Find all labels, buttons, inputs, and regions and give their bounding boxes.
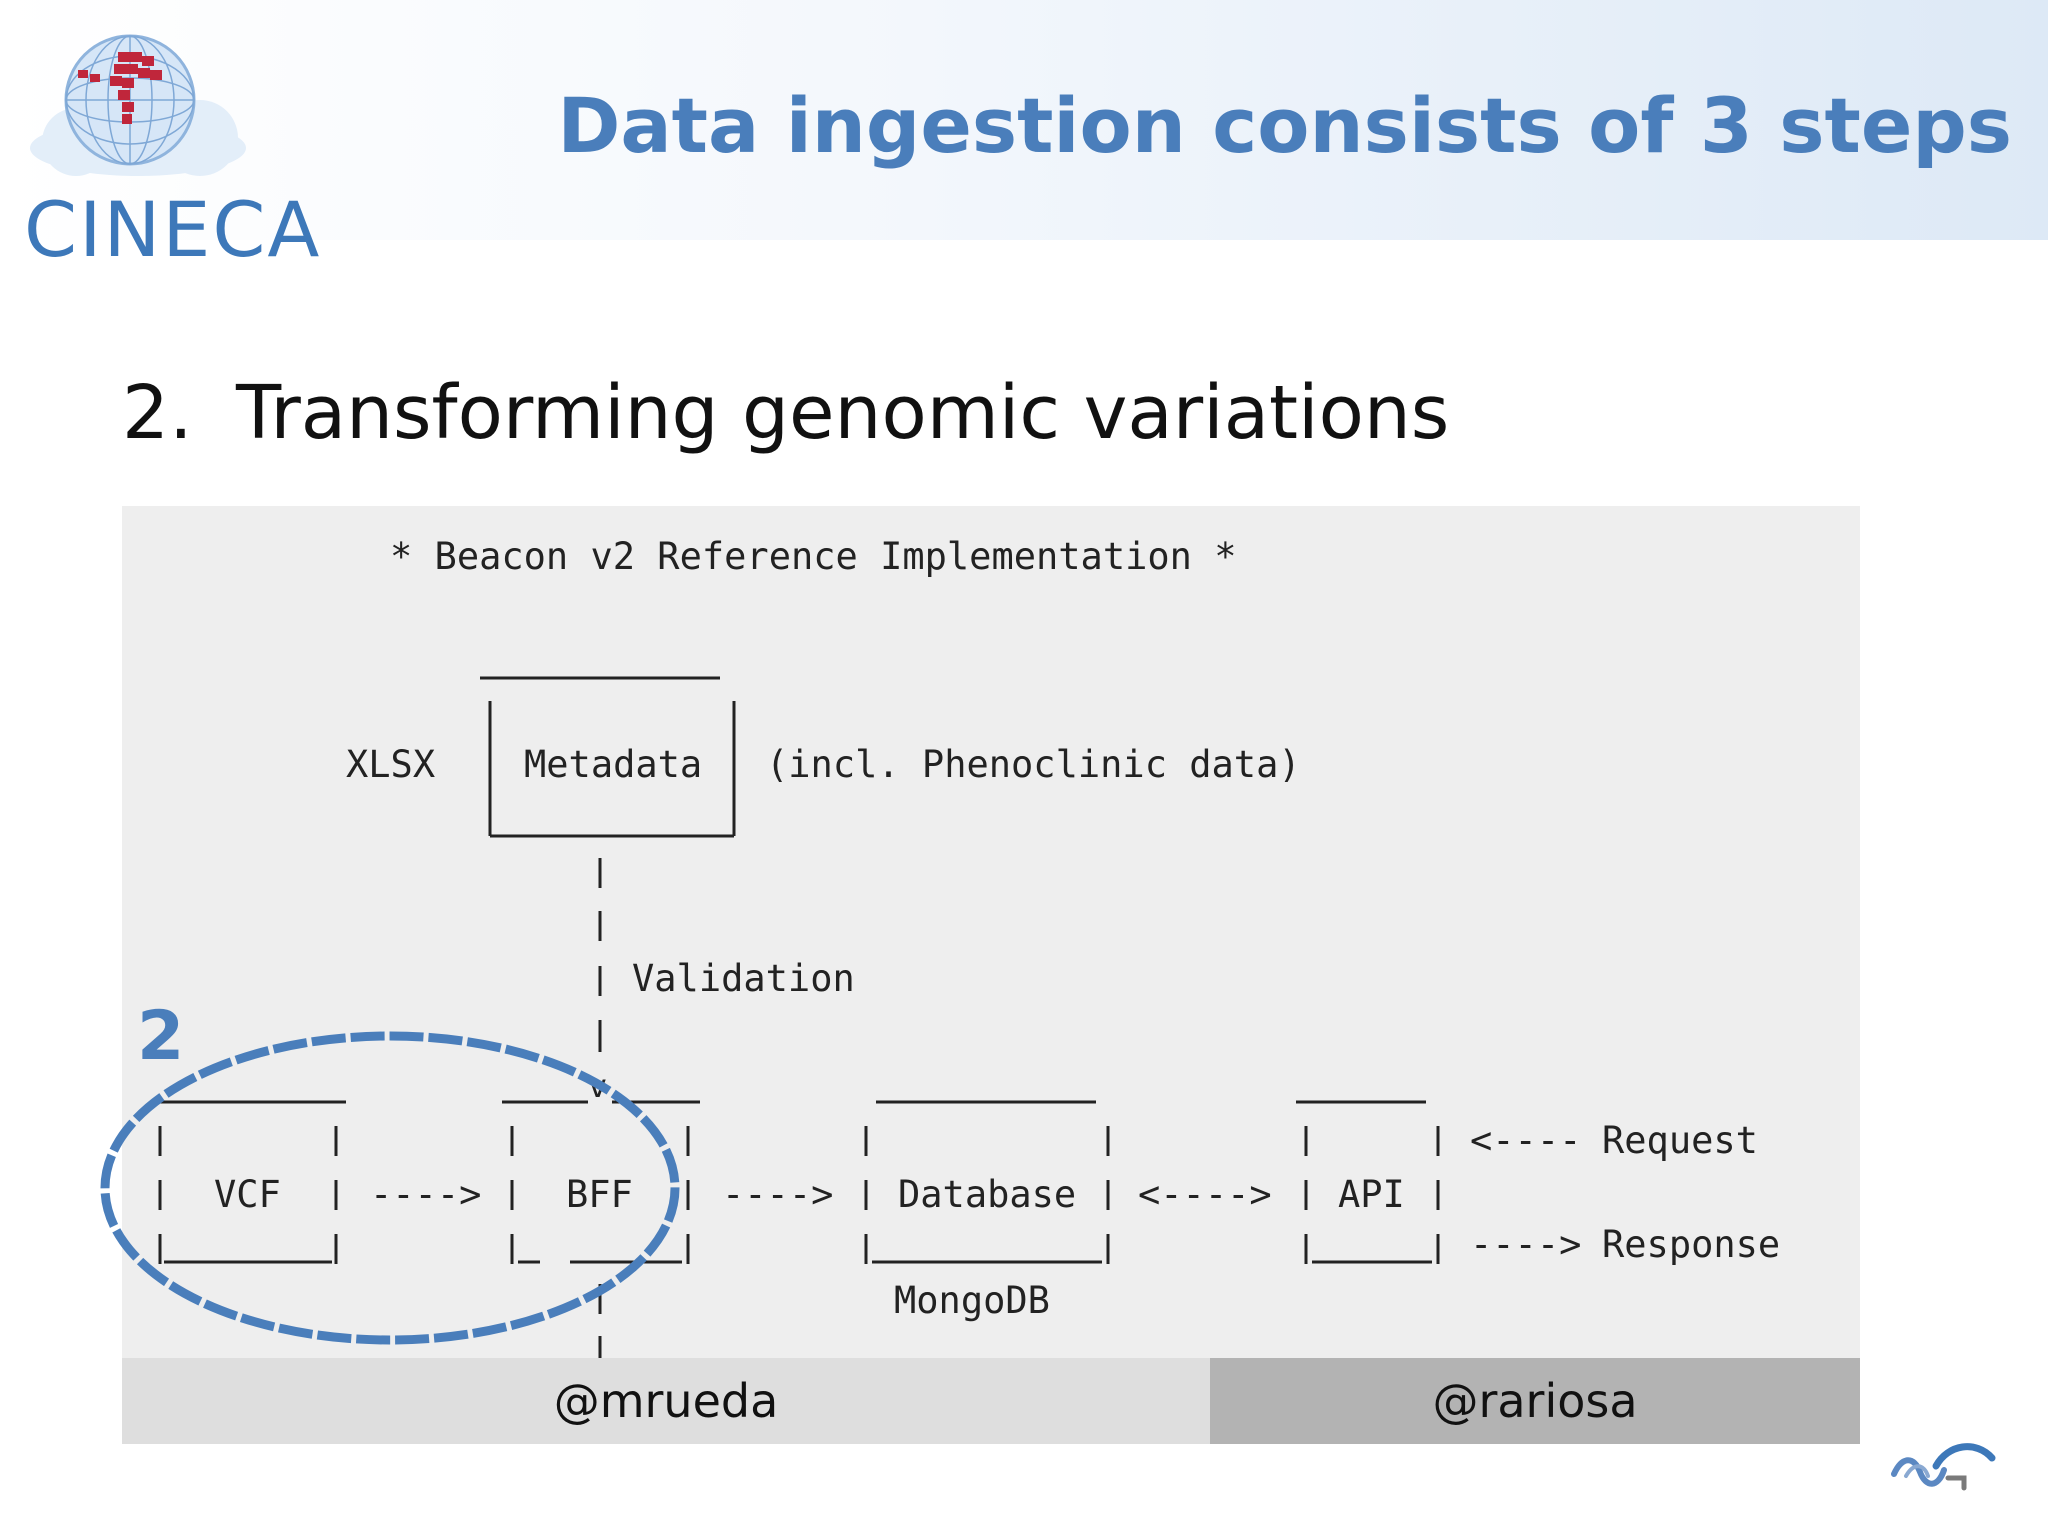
credit-left-text: @mrueda	[553, 1374, 779, 1428]
down-arrow-head: v	[588, 1067, 608, 1105]
cineca-logo: CINECA	[18, 30, 338, 268]
request-arrow: <----	[1470, 1119, 1582, 1162]
diagram-heading: * Beacon v2 Reference Implementation *	[390, 535, 1237, 578]
list-number: 2.	[122, 370, 193, 456]
bff-to-database-arrow: ---->	[722, 1173, 834, 1216]
api-box-label: API	[1338, 1173, 1405, 1216]
subtitle-text: Transforming genomic variations	[236, 370, 1450, 456]
database-api-arrow: <---->	[1138, 1173, 1272, 1216]
response-label: Response	[1602, 1223, 1781, 1266]
credit-right-text: @rariosa	[1432, 1374, 1638, 1428]
header-band	[0, 0, 2048, 240]
architecture-diagram: * Beacon v2 Reference Implementation * X…	[122, 506, 1860, 1444]
slide-subtitle: 2. Transforming genomic variations	[122, 370, 1449, 456]
logo-wordmark: CINECA	[24, 185, 322, 274]
vcf-to-bff-arrow: ---->	[370, 1173, 482, 1216]
bff-box-label: BFF	[566, 1173, 633, 1216]
metadata-note: (incl. Phenoclinic data)	[766, 743, 1301, 786]
xlsx-label: XLSX	[346, 743, 436, 786]
step-number: 2	[137, 997, 185, 1076]
mongodb-label: MongoDB	[894, 1279, 1050, 1322]
credit-left: @mrueda	[122, 1358, 1210, 1444]
validation-label: Validation	[632, 957, 855, 1000]
metadata-box-label: Metadata	[524, 743, 703, 786]
request-label: Request	[1602, 1119, 1758, 1162]
globe-icon	[30, 34, 246, 176]
vcf-box-label: VCF	[214, 1173, 281, 1216]
footer-logo-icon	[1891, 1443, 1996, 1491]
diagram-connectors	[158, 676, 1440, 1358]
response-arrow: ---->	[1470, 1223, 1582, 1266]
database-box-label: Database	[898, 1173, 1077, 1216]
credit-right: @rariosa	[1210, 1358, 1860, 1444]
slide-title: Data ingestion consists of 3 steps	[557, 81, 2012, 170]
